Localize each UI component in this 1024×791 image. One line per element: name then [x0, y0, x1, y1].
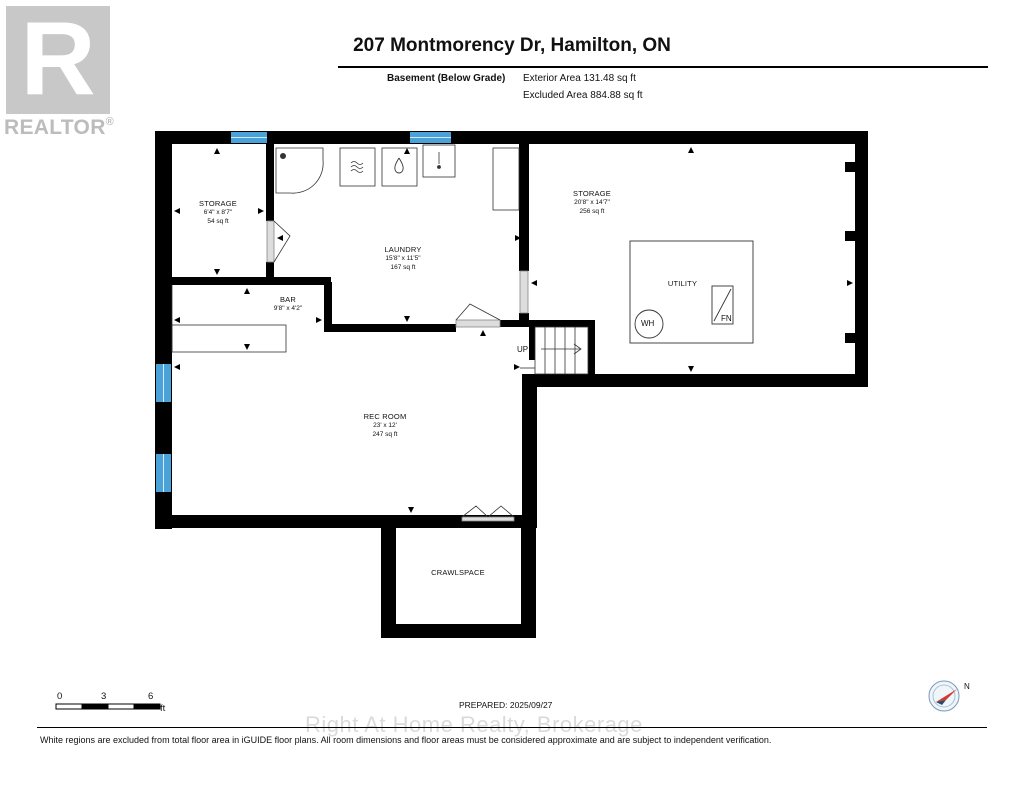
laundry-fixtures [275, 144, 520, 211]
room-name: UTILITY [667, 279, 698, 288]
doors [266, 220, 529, 522]
compass-north-label: N [964, 682, 970, 691]
sink-icon [437, 152, 441, 169]
realtor-logo-letter: R [20, 1, 96, 117]
room-label-rec-room: REC ROOM 23' x 12' 247 sq ft [350, 412, 420, 439]
dryer-icon [394, 157, 404, 174]
room-area: 54 sq ft [207, 218, 229, 225]
washer-icon [350, 161, 364, 173]
room-name: LAUNDRY [384, 245, 422, 254]
room-area: 167 sq ft [390, 264, 416, 271]
excluded-area: Excluded Area 884.88 sq ft [523, 90, 643, 101]
scale-tick-0: 0 [57, 691, 63, 702]
room-label-laundry: LAUNDRY 15'8" x 11'5" 167 sq ft [368, 245, 438, 272]
walls [155, 131, 868, 638]
room-dims: 9'8" x 4'2" [273, 305, 303, 312]
stairs [520, 326, 589, 375]
room-area: 247 sq ft [372, 431, 398, 438]
floor-name: Basement (Below Grade) [387, 73, 506, 84]
room-name: CRAWLSPACE [431, 568, 485, 577]
realtor-logo: R [6, 1, 110, 117]
scale-tick-6: 6 [148, 691, 154, 702]
furnace-label: FN [721, 314, 732, 323]
dimension-arrows [174, 147, 853, 513]
stairs-up-label: UP [517, 345, 529, 354]
window-lines [163, 137, 451, 492]
room-label-storage-right: STORAGE 20'8" x 14'7" 256 sq ft [557, 189, 627, 216]
footer-divider [37, 727, 987, 728]
room-name: BAR [279, 295, 297, 304]
room-dims: 15'8" x 11'5" [385, 255, 421, 262]
room-dims: 23' x 12' [373, 422, 397, 429]
realtor-logo-text: REALTOR® [4, 116, 115, 139]
water-heater-icon [634, 309, 664, 339]
water-heater-label: WH [641, 319, 655, 328]
scale-bar [55, 703, 161, 710]
disclaimer-text: White regions are excluded from total fl… [40, 735, 772, 745]
scale-tick-3: 3 [101, 691, 107, 702]
room-dims: 20'8" x 14'7" [574, 199, 610, 206]
brokerage-watermark: Right At Home Realty, Brokerage [305, 712, 643, 737]
compass-icon [928, 680, 960, 712]
scale-unit: ft [160, 703, 166, 714]
room-label-utility: UTILITY [655, 279, 710, 288]
room-name: STORAGE [573, 189, 611, 198]
room-name: REC ROOM [363, 412, 407, 421]
page-title: 207 Montmorency Dr, Hamilton, ON [353, 35, 671, 56]
room-dims: 6'4" x 8'7" [203, 209, 233, 216]
door-swings [273, 220, 515, 518]
prepared-date: PREPARED: 2025/09/27 [459, 700, 553, 710]
room-area: 256 sq ft [579, 208, 605, 215]
room-name: STORAGE [199, 199, 237, 208]
header-divider [338, 66, 988, 68]
room-label-bar: BAR 9'8" x 4'2" [258, 295, 318, 313]
shower-drain-icon [280, 153, 286, 159]
room-label-crawlspace: CRAWLSPACE [418, 568, 498, 577]
exterior-area: Exterior Area 131.48 sq ft [523, 73, 636, 84]
room-label-storage-left: STORAGE 6'4" x 8'7" 54 sq ft [188, 199, 248, 226]
bar-counter [171, 324, 287, 353]
